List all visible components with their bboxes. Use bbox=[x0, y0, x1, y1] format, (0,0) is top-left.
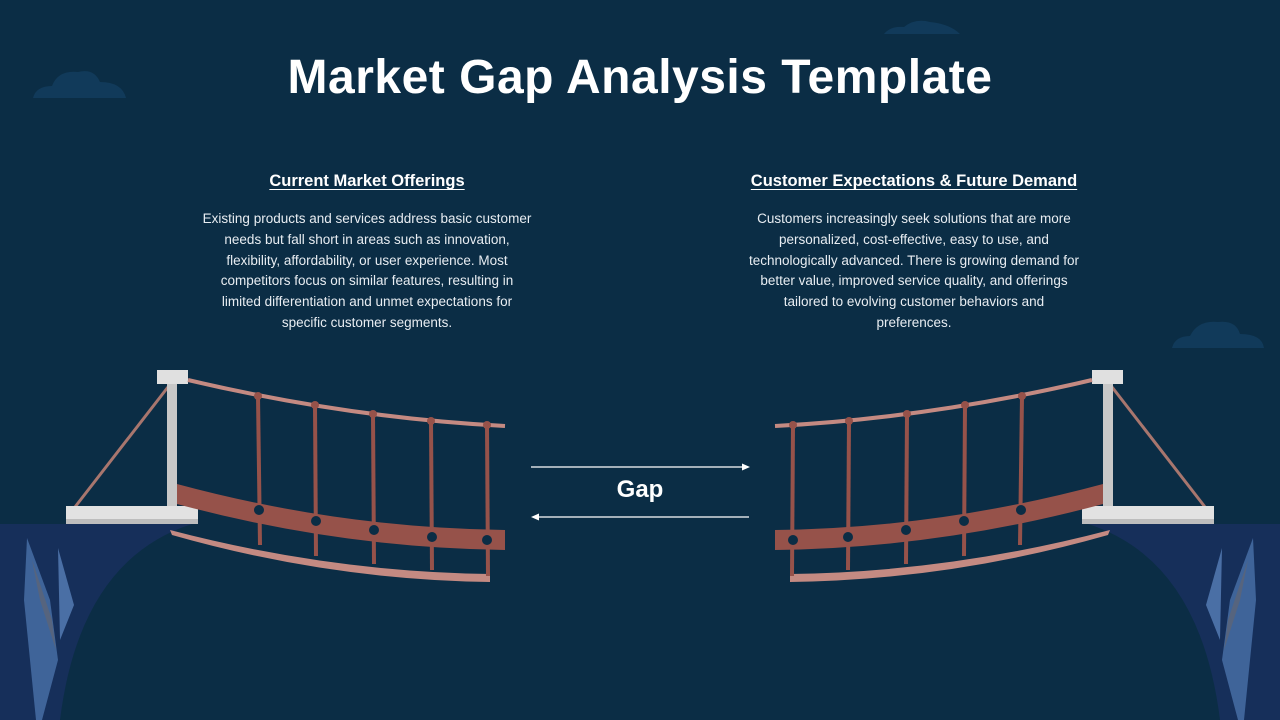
gap-label: Gap bbox=[616, 476, 664, 503]
cloud-icon bbox=[884, 20, 960, 34]
right-bridge bbox=[773, 368, 1280, 720]
gap-arrows bbox=[531, 463, 750, 521]
cloud-icon bbox=[33, 71, 126, 98]
section-body: Customers increasingly seek solutions th… bbox=[749, 211, 1079, 330]
customer-expectations-section: Customer Expectations & Future Demand Cu… bbox=[749, 172, 1079, 334]
current-offerings-section: Current Market Offerings Existing produc… bbox=[202, 172, 532, 334]
clouds bbox=[33, 20, 1264, 348]
slide-title: Market Gap Analysis Template bbox=[287, 51, 993, 104]
cloud-icon bbox=[1172, 321, 1264, 348]
section-body: Existing products and services address b… bbox=[202, 211, 532, 330]
section-heading: Customer Expectations & Future Demand bbox=[750, 172, 1078, 190]
section-heading: Current Market Offerings bbox=[269, 172, 465, 190]
left-bridge bbox=[0, 370, 506, 720]
